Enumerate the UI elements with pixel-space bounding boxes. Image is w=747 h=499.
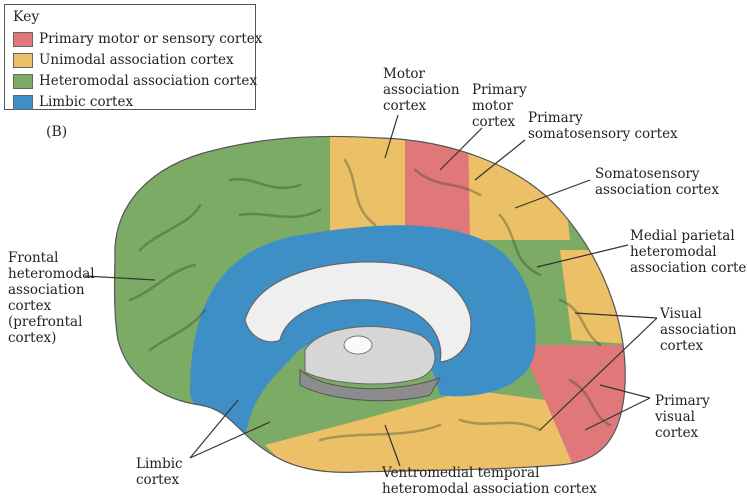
visual-association-region	[560, 250, 640, 345]
label-motor-association: Motor association cortex	[383, 66, 460, 114]
key-label-heteromodal: Heteromodal association cortex	[39, 73, 257, 89]
thalamus	[305, 327, 435, 384]
label-primary-motor: Primary motor cortex	[472, 82, 527, 130]
swatch-heteromodal	[13, 74, 33, 89]
key-label-primary: Primary motor or sensory cortex	[39, 31, 262, 47]
key-row-limbic: Limbic cortex	[13, 93, 133, 111]
color-key: Key Primary motor or sensory cortex Unim…	[4, 4, 256, 110]
label-frontal-heteromodal: Frontal heteromodal association cortex (…	[8, 250, 95, 346]
label-visual-association: Visual association cortex	[660, 306, 737, 354]
key-row-heteromodal: Heteromodal association cortex	[13, 72, 257, 90]
key-label-unimodal: Unimodal association cortex	[39, 52, 234, 68]
primary-motor-region	[405, 120, 472, 240]
key-row-primary: Primary motor or sensory cortex	[13, 30, 262, 48]
label-primary-visual: Primary visual cortex	[655, 393, 710, 441]
swatch-limbic	[13, 95, 33, 110]
key-label-limbic: Limbic cortex	[39, 94, 133, 110]
swatch-primary	[13, 32, 33, 47]
label-primary-somatosensory: Primary somatosensory cortex	[528, 110, 678, 142]
panel-label: (B)	[46, 124, 67, 140]
label-somatosensory-association: Somatosensory association cortex	[595, 166, 719, 198]
key-title: Key	[13, 9, 39, 25]
label-ventromedial: Ventromedial temporal heteromodal associ…	[382, 465, 597, 497]
key-row-unimodal: Unimodal association cortex	[13, 51, 234, 69]
interthalamic-adhesion	[344, 336, 372, 354]
label-medial-parietal: Medial parietal heteromodal association …	[630, 228, 747, 276]
swatch-unimodal	[13, 53, 33, 68]
label-limbic: Limbic cortex	[136, 456, 183, 488]
